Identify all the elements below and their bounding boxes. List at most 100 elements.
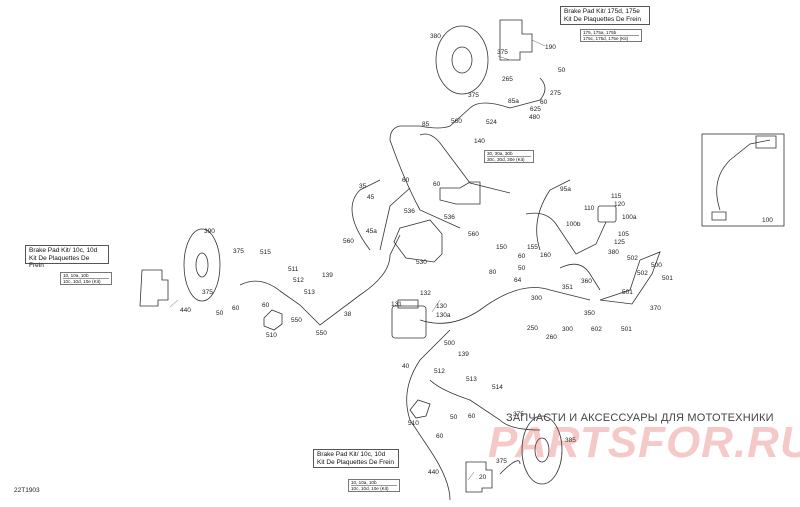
callout-60: 60 [540, 99, 548, 106]
callout-140: 140 [474, 138, 485, 145]
left-caliper [139, 269, 169, 307]
top-brake-disc [435, 25, 489, 95]
callout-60: 60 [402, 177, 410, 184]
callout-139: 139 [458, 351, 469, 358]
callout-100b: 100b [566, 221, 581, 228]
top-caliper [499, 19, 533, 61]
callout-360: 360 [581, 278, 592, 285]
parking-brake-bracket [599, 251, 661, 305]
callout-375: 375 [497, 49, 508, 56]
callout-125: 125 [614, 239, 625, 246]
callout-80: 80 [489, 269, 497, 276]
callout-132: 132 [420, 290, 431, 297]
kit-box-bottom: Brake Pad Kit/ 10c, 10d Kit De Plaquette… [313, 449, 399, 468]
callout-550: 550 [291, 317, 302, 324]
callout-120: 120 [614, 201, 625, 208]
callout-513: 513 [466, 376, 477, 383]
callout-380-top: 380 [430, 33, 441, 40]
callout-501: 501 [662, 275, 673, 282]
kit-box-top-right: Brake Pad Kit/ 175d, 175e Kit De Plaquet… [560, 6, 650, 25]
callout-385: 385 [565, 437, 576, 444]
callout-110: 110 [584, 205, 595, 212]
callout-501: 501 [622, 289, 633, 296]
kit-box-left: Brake Pad Kit/ 10c, 10d Kit De Plaquette… [25, 245, 109, 269]
callout-260: 260 [546, 334, 557, 341]
callout-375: 375 [468, 92, 479, 99]
callout-115: 115 [611, 193, 622, 200]
callout-500: 500 [444, 340, 455, 347]
pedal-bracket [393, 219, 443, 263]
callout-190: 190 [545, 44, 556, 51]
watermark-text: ЗАПЧАСТИ И АКСЕССУАРЫ ДЛЯ МОТОТЕХНИКИ [506, 412, 774, 424]
callout-100: 100 [762, 217, 773, 224]
callout-60: 60 [436, 433, 444, 440]
callout-375: 375 [496, 458, 507, 465]
callout-300: 300 [531, 295, 542, 302]
abs-module [391, 305, 427, 339]
kit-refs-left: 10, 10a, 10b 10c, 10d, 10e (Kit) [60, 272, 112, 285]
bottom-brake-disc [521, 415, 563, 485]
left-brake-disc [183, 228, 221, 302]
callout-60: 60 [433, 181, 441, 188]
callout-625: 625 [530, 106, 541, 113]
kit-title-en: Brake Pad Kit/ 175d, 175e [564, 8, 640, 15]
callout-602: 602 [591, 326, 602, 333]
callout-536: 536 [444, 214, 455, 221]
kit-refs-bottom: 10, 10a, 10b 10c, 10d, 10e (Kit) [348, 479, 400, 492]
callout-85a: 85a [508, 98, 519, 105]
callout-60: 60 [468, 413, 476, 420]
callout-510: 510 [266, 332, 277, 339]
callout-512: 512 [434, 368, 445, 375]
bracket-510 [263, 309, 283, 331]
kit-title-fr: Kit De Plaquettes De Frein [317, 458, 394, 466]
callout-64: 64 [514, 277, 522, 284]
diagram-code: 22T1903 [14, 487, 40, 494]
callout-524: 524 [486, 119, 497, 126]
callout-513: 513 [304, 289, 315, 296]
callout-351: 351 [562, 284, 573, 291]
callout-38: 38 [344, 311, 352, 318]
callout-139: 139 [322, 272, 333, 279]
callout-60: 60 [232, 305, 240, 312]
callout-60: 60 [518, 253, 526, 260]
bottom-caliper [465, 461, 493, 493]
callout-131: 131 [391, 301, 402, 308]
callout-515: 515 [260, 249, 271, 256]
callout-100a: 100a [622, 214, 637, 221]
callout-375: 375 [202, 289, 213, 296]
callout-300: 300 [562, 326, 573, 333]
callout-500: 500 [651, 262, 662, 269]
callout-380: 380 [608, 249, 619, 256]
callout-250: 250 [527, 325, 538, 332]
rear-brake-line [419, 287, 591, 324]
callout-35: 35 [359, 183, 367, 190]
callout-50: 50 [216, 310, 224, 317]
callout-350: 350 [584, 310, 595, 317]
callout-130a: 130a [436, 312, 451, 319]
callout-275: 275 [550, 90, 561, 97]
callout-375: 375 [513, 411, 524, 418]
callout-85: 85 [422, 121, 430, 128]
kit-title-en: Brake Pad Kit/ 10c, 10d [29, 247, 98, 254]
callout-480: 480 [529, 114, 540, 121]
callout-530: 530 [416, 259, 427, 266]
callout-511: 511 [288, 266, 299, 273]
top-brake-line [389, 77, 546, 229]
callout-550: 550 [316, 330, 327, 337]
callout-160: 160 [540, 252, 551, 259]
callout-105: 105 [618, 231, 629, 238]
callout-501: 501 [621, 326, 632, 333]
callout-502: 502 [637, 270, 648, 277]
callout-560: 560 [468, 231, 479, 238]
callout-50: 50 [558, 67, 566, 74]
callout-40: 40 [402, 363, 410, 370]
callout-375: 375 [233, 248, 244, 255]
callout-370: 370 [650, 305, 661, 312]
callout-440: 440 [180, 307, 191, 314]
callout-514: 514 [492, 384, 503, 391]
callout-560: 560 [451, 118, 462, 125]
callout-45a: 45a [366, 228, 377, 235]
callout-150: 150 [496, 244, 507, 251]
kit-refs-top-right: 175, 175a, 175b 175c, 175d, 175e (Kit) [580, 29, 642, 42]
